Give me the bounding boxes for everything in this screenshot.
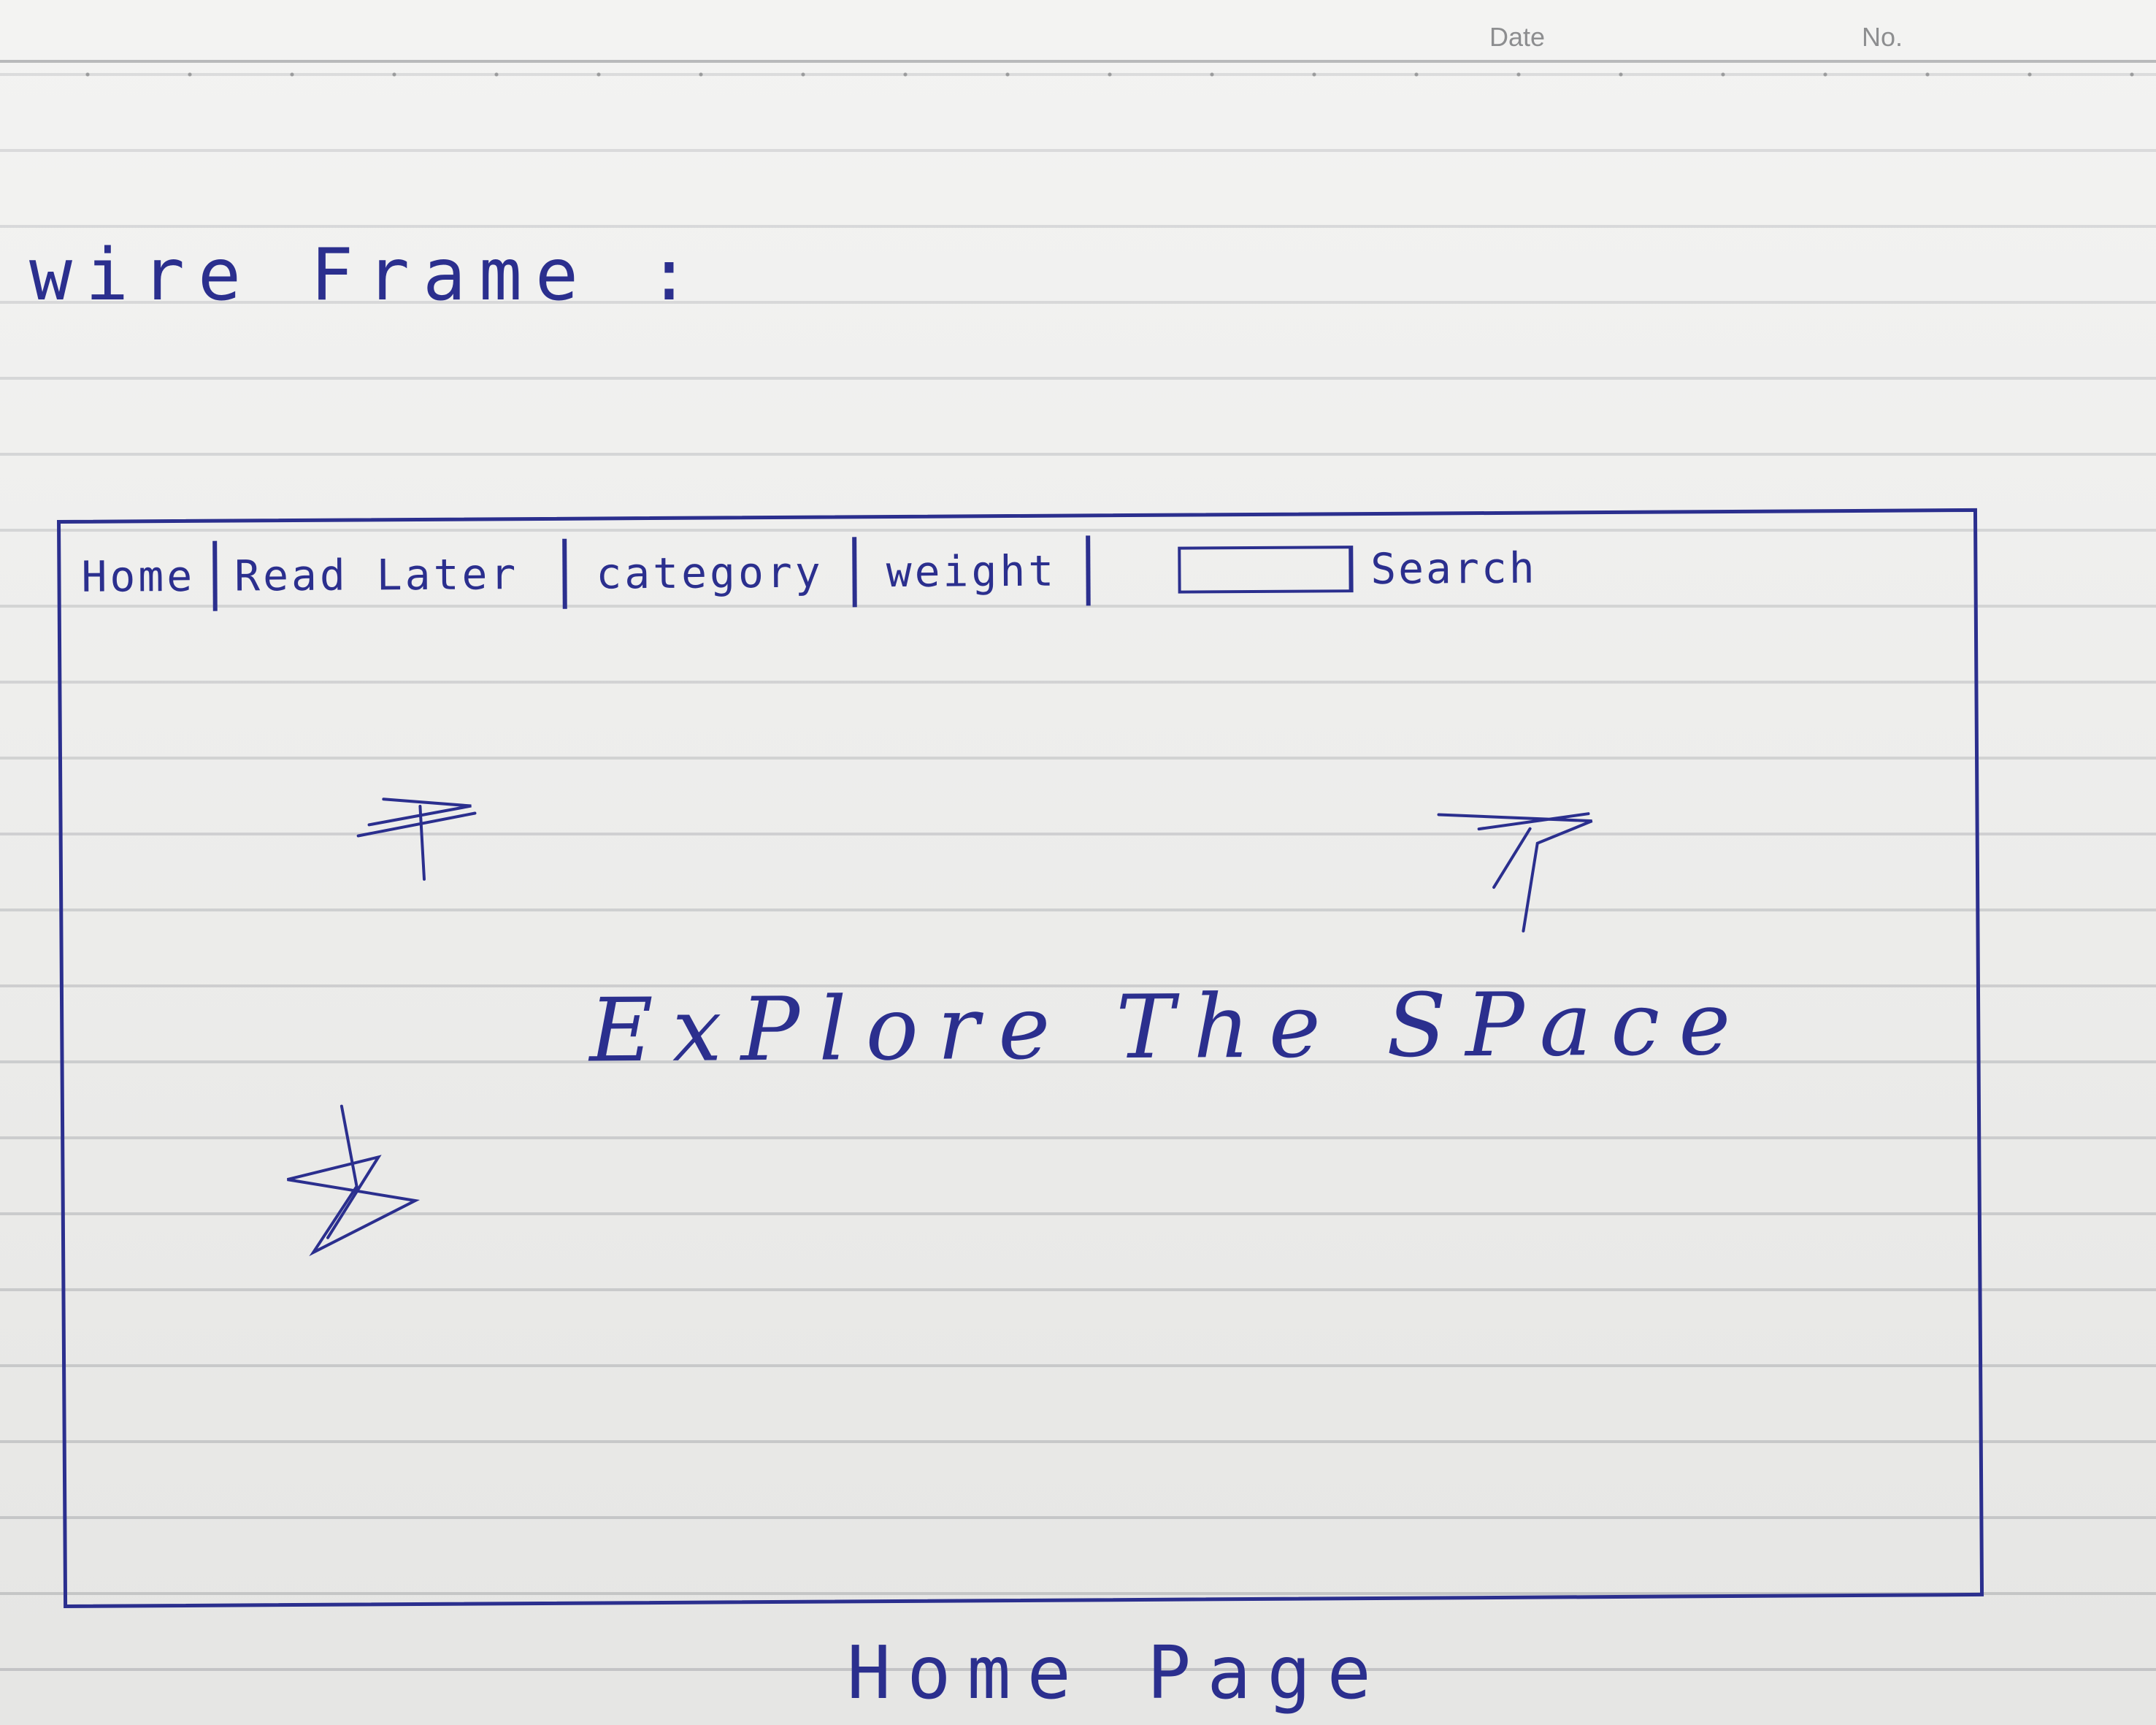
wireframe-browser-frame: Home Read Later category weight Search <box>57 508 1984 1608</box>
hero-text: ExPlore The SPace <box>588 973 1750 1082</box>
search-input[interactable] <box>1178 546 1354 594</box>
navbar: Home Read Later category weight Search <box>61 525 1974 617</box>
date-label: Date <box>1489 22 1546 52</box>
star-icon <box>354 784 479 887</box>
wireframe-title: wire Frame : <box>29 234 705 317</box>
search-button[interactable]: Search <box>1370 543 1537 594</box>
star-icon <box>283 1098 423 1260</box>
header-dot-row <box>0 72 2156 77</box>
header-rule <box>0 60 2156 63</box>
nav-item-home[interactable]: Home <box>61 540 218 612</box>
page-caption: Home Page <box>847 1630 1387 1716</box>
nav-item-category[interactable]: category <box>567 537 857 609</box>
star-icon <box>1435 799 1596 938</box>
nav-item-read-later[interactable]: Read Later <box>216 538 567 611</box>
nav-item-weight[interactable]: weight <box>856 535 1091 608</box>
search-area: Search <box>1178 543 1537 595</box>
number-label: No. <box>1862 22 1903 52</box>
